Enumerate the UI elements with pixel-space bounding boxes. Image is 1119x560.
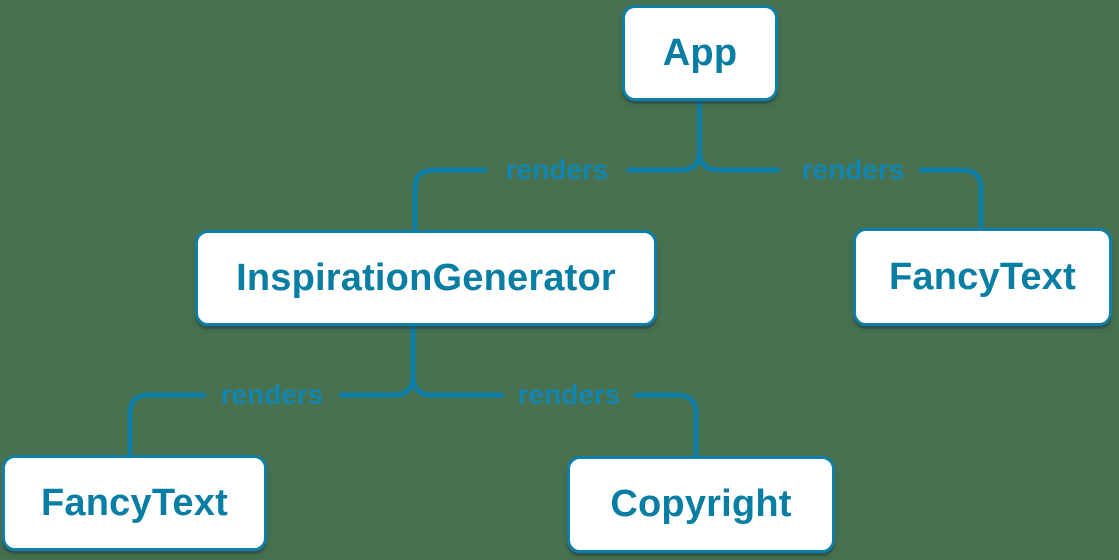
edge-line: [338, 324, 416, 398]
edge-line: [410, 324, 505, 398]
edge-line: [918, 167, 984, 229]
node-fancy-text-left: FancyText: [2, 455, 267, 551]
edge-inspirationgenerator-to-copyright: renders: [410, 324, 699, 457]
edge-line: [127, 392, 207, 456]
node-fancy-text-right-label: FancyText: [889, 255, 1076, 298]
node-copyright-label: Copyright: [610, 483, 792, 525]
node-inspiration-generator: InspirationGenerator: [195, 230, 657, 326]
node-fancy-text-right: FancyText: [853, 228, 1112, 326]
node-inspiration-generator-label: InspirationGenerator: [236, 256, 616, 299]
edge-line: [412, 167, 488, 232]
edge-label-renders: renders: [802, 154, 905, 185]
node-app: App: [622, 5, 778, 101]
edge-line: [626, 97, 702, 173]
edge-line: [697, 97, 781, 173]
edge-label-renders: renders: [518, 379, 621, 410]
edge-app-to-fancytext: renders: [697, 97, 984, 229]
edge-label-renders: renders: [506, 154, 609, 185]
edge-app-to-inspirationgenerator: renders: [412, 97, 702, 232]
node-fancy-text-left-label: FancyText: [41, 481, 228, 524]
node-copyright: Copyright: [567, 456, 835, 553]
node-app-label: App: [662, 31, 738, 74]
edge-line: [633, 392, 699, 457]
edge-label-renders: renders: [221, 379, 324, 410]
edge-inspirationgenerator-to-fancytext: renders: [127, 324, 416, 456]
